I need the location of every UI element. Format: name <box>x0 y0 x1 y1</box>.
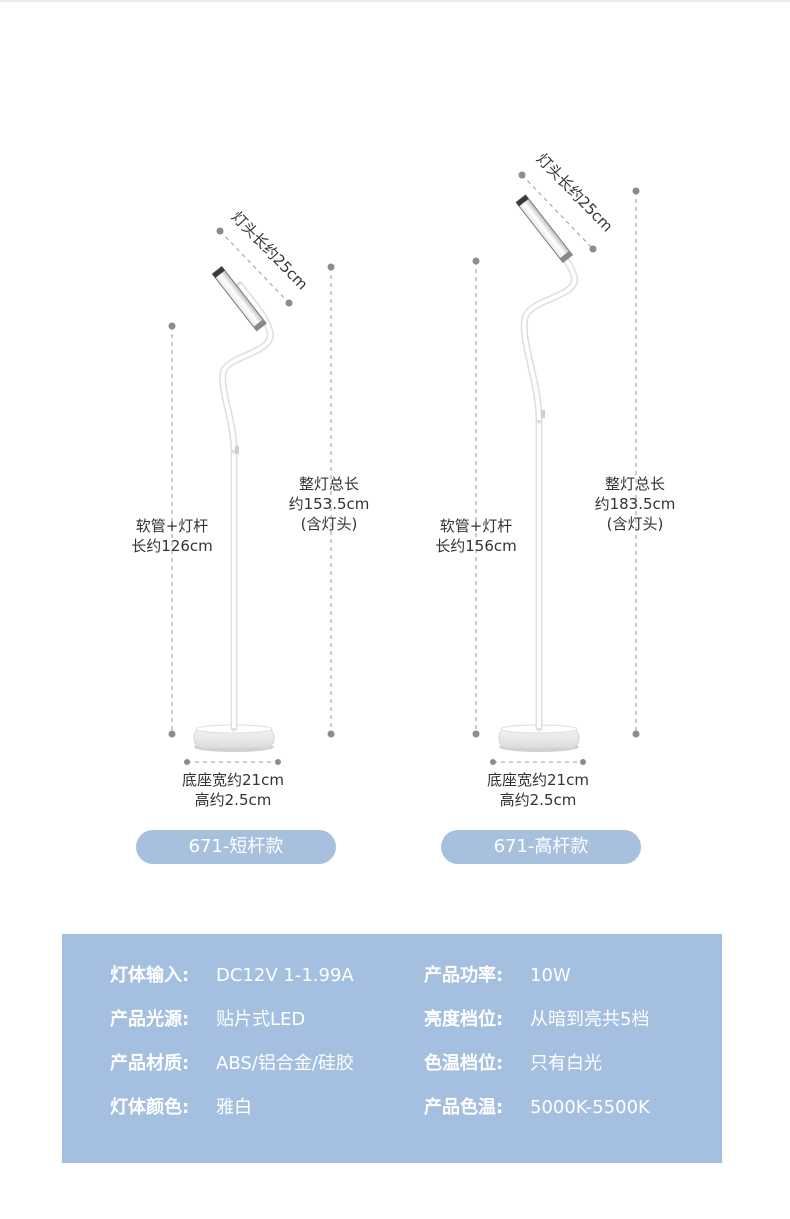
short-lamp-pole-length: 软管+灯杆 长约126cm <box>131 517 213 555</box>
short-lamp-head <box>211 265 267 332</box>
short-lamp <box>193 265 275 752</box>
tall-lamp-dimension-lines <box>475 174 637 763</box>
spec-row-color-temp-mode: 色温档位: 只有白光 <box>424 1053 602 1074</box>
short-lamp-dimension-dots <box>168 227 335 765</box>
tall-model-badge: 671-高杆款 <box>441 830 641 864</box>
tall-lamp-pole-length: 软管+灯杆 长约156cm <box>435 517 517 555</box>
spec-row-light-source: 产品光源: 贴片式LED <box>110 1009 306 1030</box>
spec-row-brightness: 亮度档位: 从暗到亮共5档 <box>424 1009 650 1030</box>
tall-lamp-total-length: 整灯总长 约183.5cm (含灯头) <box>594 475 676 533</box>
top-divider <box>0 0 790 2</box>
spec-row-color: 灯体颜色: 雅白 <box>110 1097 252 1118</box>
lamp-illustrations: 灯头长约25cm 灯头长约25cm <box>168 150 640 765</box>
short-lamp-total-length: 整灯总长 约153.5cm (含灯头) <box>288 475 370 533</box>
tall-lamp-dimension-dots <box>472 171 640 765</box>
spec-row-material: 产品材质: ABS/铝合金/硅胶 <box>110 1053 354 1074</box>
tall-lamp <box>498 194 580 752</box>
spec-row-input: 灯体输入: DC12V 1-1.99A <box>110 965 354 986</box>
spec-row-color-temperature: 产品色温: 5000K-5500K <box>424 1097 650 1118</box>
spec-panel: 灯体输入: DC12V 1-1.99A 产品光源: 贴片式LED 产品材质: A… <box>62 934 722 1163</box>
short-lamp-head-length-label: 灯头长约25cm <box>228 208 312 294</box>
tall-lamp-base-size: 底座宽约21cm 高约2.5cm <box>487 771 589 809</box>
short-model-badge: 671-短杆款 <box>136 830 336 864</box>
short-lamp-dimension-lines <box>171 230 332 763</box>
spec-row-power: 产品功率: 10W <box>424 965 571 986</box>
short-lamp-base-size: 底座宽约21cm 高约2.5cm <box>182 771 284 809</box>
tall-lamp-head <box>515 194 574 263</box>
tall-lamp-gooseneck <box>520 236 578 424</box>
